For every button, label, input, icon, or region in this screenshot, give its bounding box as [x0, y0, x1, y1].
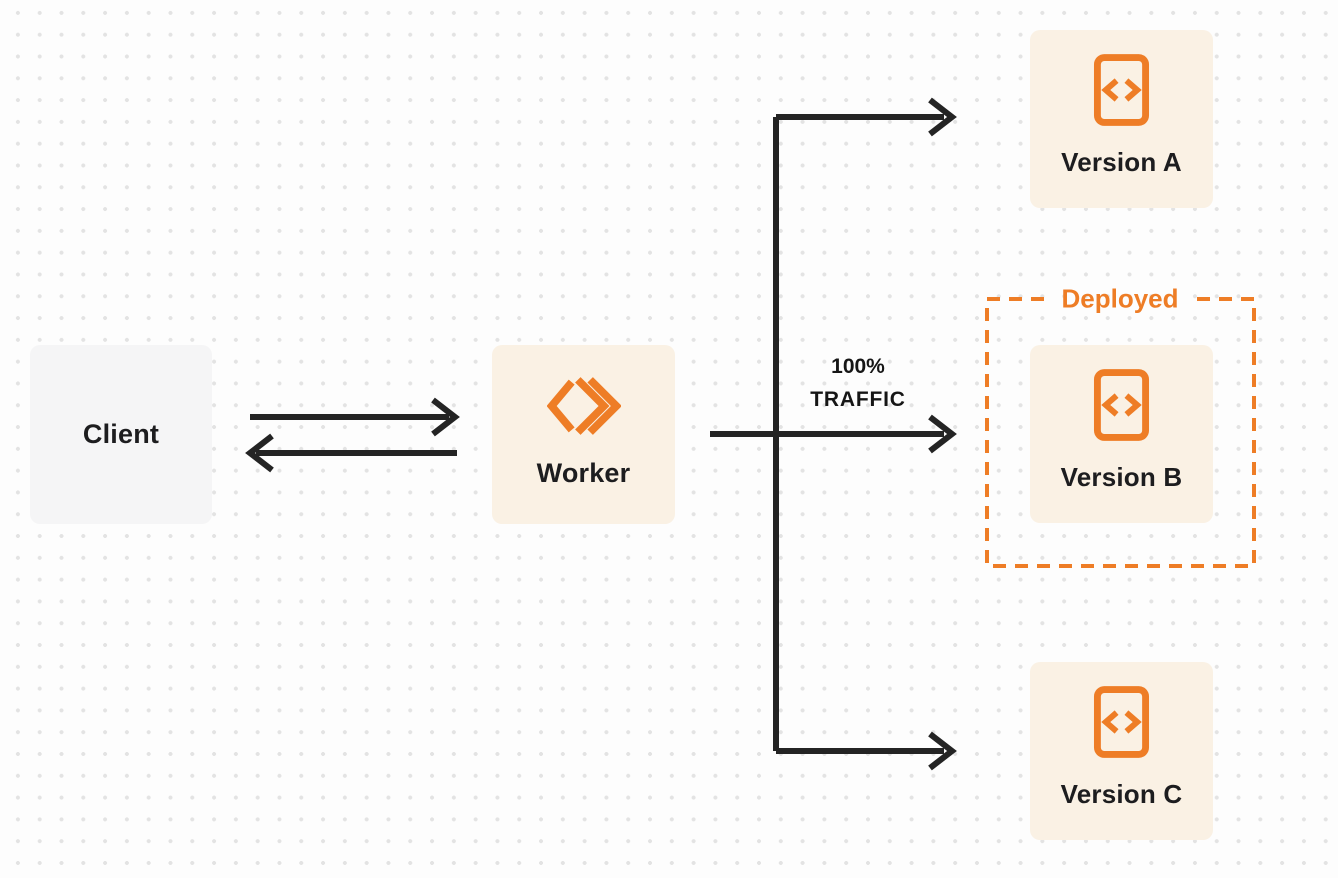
- deployed-label: Deployed: [1061, 283, 1179, 314]
- code-file-icon: [1093, 368, 1150, 447]
- deployed-boundary: [985, 297, 1256, 568]
- arrow-trunk-to-version-a: [776, 97, 957, 137]
- node-client: Client: [30, 345, 212, 524]
- node-version-c: Version C: [1030, 662, 1213, 840]
- traffic-percentage-word: TRAFFIC: [810, 388, 906, 411]
- client-label: Client: [82, 419, 160, 449]
- arrow-trunk-to-version-c: [776, 731, 957, 771]
- traffic-percentage-value: 100%: [831, 355, 885, 378]
- worker-label: Worker: [536, 458, 631, 488]
- arrow-client-to-worker: [250, 397, 460, 437]
- version-b-label: Version B: [1060, 462, 1183, 492]
- version-a-label: Version A: [1061, 147, 1182, 177]
- arrow-worker-to-client: [245, 433, 457, 473]
- code-file-icon: [1093, 685, 1150, 764]
- version-c-label: Version C: [1060, 779, 1183, 809]
- node-version-b: Version B: [1030, 345, 1213, 523]
- node-version-a: Version A: [1030, 30, 1213, 208]
- arrow-worker-to-version-b: [710, 414, 957, 454]
- traffic-percentage-label: 100% TRAFFIC: [788, 350, 928, 416]
- workers-logo-icon: [546, 375, 622, 442]
- code-file-icon: [1093, 53, 1150, 132]
- node-worker: Worker: [492, 345, 675, 524]
